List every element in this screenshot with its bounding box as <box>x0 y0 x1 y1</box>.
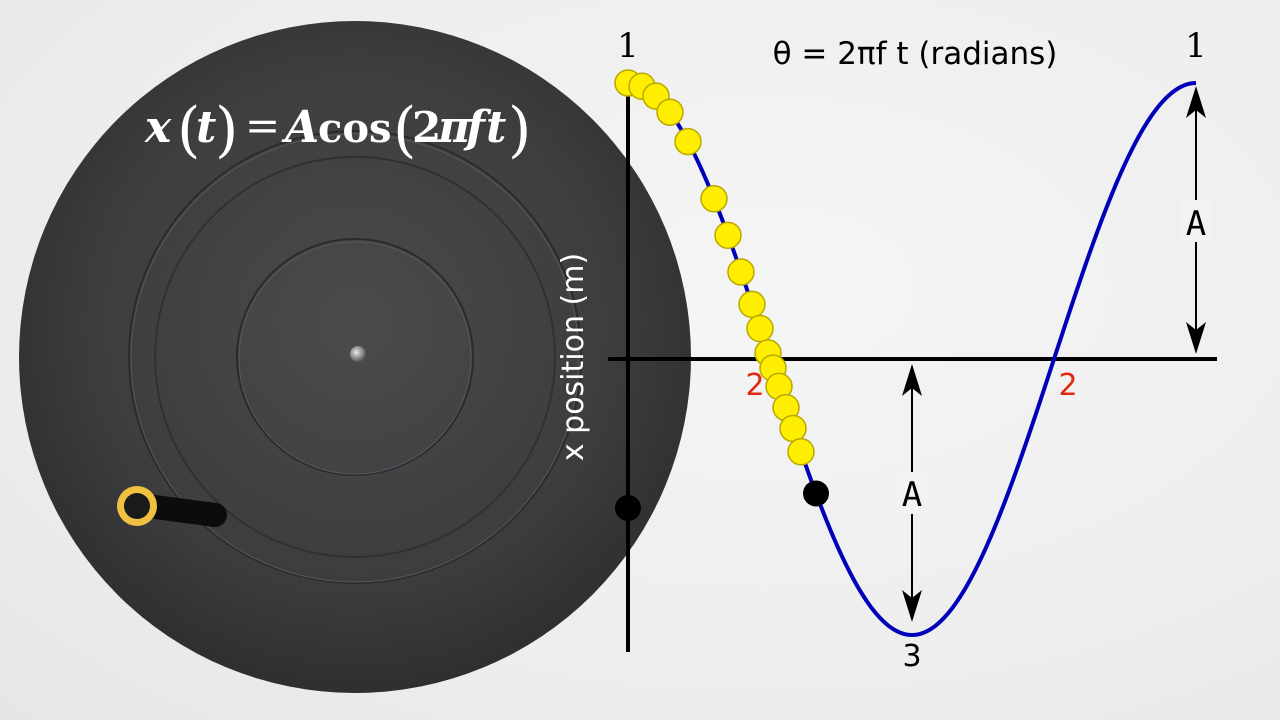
eq-paren-close-2: ) <box>508 95 531 165</box>
platter-ring-mid <box>154 156 556 558</box>
amplitude-label-upper-bg <box>1180 200 1212 242</box>
eq-pi: π <box>437 102 471 153</box>
eq-t: t <box>196 102 216 153</box>
eq-equals: = <box>245 101 280 150</box>
eq-paren-open-2: ( <box>393 95 416 165</box>
angle-label: θ = 2πf t (radians) <box>773 36 1058 72</box>
trace-dot <box>700 185 728 213</box>
cosine-curve <box>627 81 1197 638</box>
y-axis-label: x position (m) <box>556 253 591 461</box>
amplitude-label-lower: A <box>902 475 922 515</box>
trace-dot <box>787 438 815 466</box>
trace-dot <box>746 314 774 343</box>
spindle <box>350 346 366 362</box>
turntable <box>19 21 691 693</box>
label-1-right: 1 <box>1185 26 1207 66</box>
eq-x: x <box>144 102 172 153</box>
eq-two: 2 <box>412 103 441 152</box>
trace-dot <box>727 258 755 286</box>
label-2-right: 2 <box>1058 368 1077 403</box>
eq-cos: cos <box>318 105 392 152</box>
trace-dot <box>674 127 702 156</box>
platter-ring-outer <box>128 130 582 584</box>
trace-dots <box>614 69 815 466</box>
amplitude-label-upper: A <box>1186 204 1206 244</box>
trace-dot <box>779 414 807 443</box>
trace-dot <box>738 290 766 319</box>
eq-paren-open: ( <box>177 95 200 165</box>
curve-marker-dot <box>803 480 829 507</box>
eq-paren-close: ) <box>215 95 238 165</box>
platter-ring-inner-highlight <box>238 241 472 475</box>
eq-t2: t <box>486 102 506 153</box>
trace-dot <box>714 221 742 250</box>
trace-dot <box>656 98 684 127</box>
label-2-left: 2 <box>745 368 764 403</box>
label-3: 3 <box>902 639 921 674</box>
peg <box>117 486 227 527</box>
eq-A: A <box>281 102 319 153</box>
axis-marker-dot <box>615 495 641 521</box>
label-1-left: 1 <box>617 26 639 66</box>
axes <box>608 85 1217 652</box>
platter-ring-inner <box>236 238 474 476</box>
platter-ring-outer-highlight <box>130 133 580 583</box>
amplitude-label-lower-bg <box>896 472 928 514</box>
equation: x ( t ) = A cos ( 2 π f t ) <box>144 95 531 165</box>
